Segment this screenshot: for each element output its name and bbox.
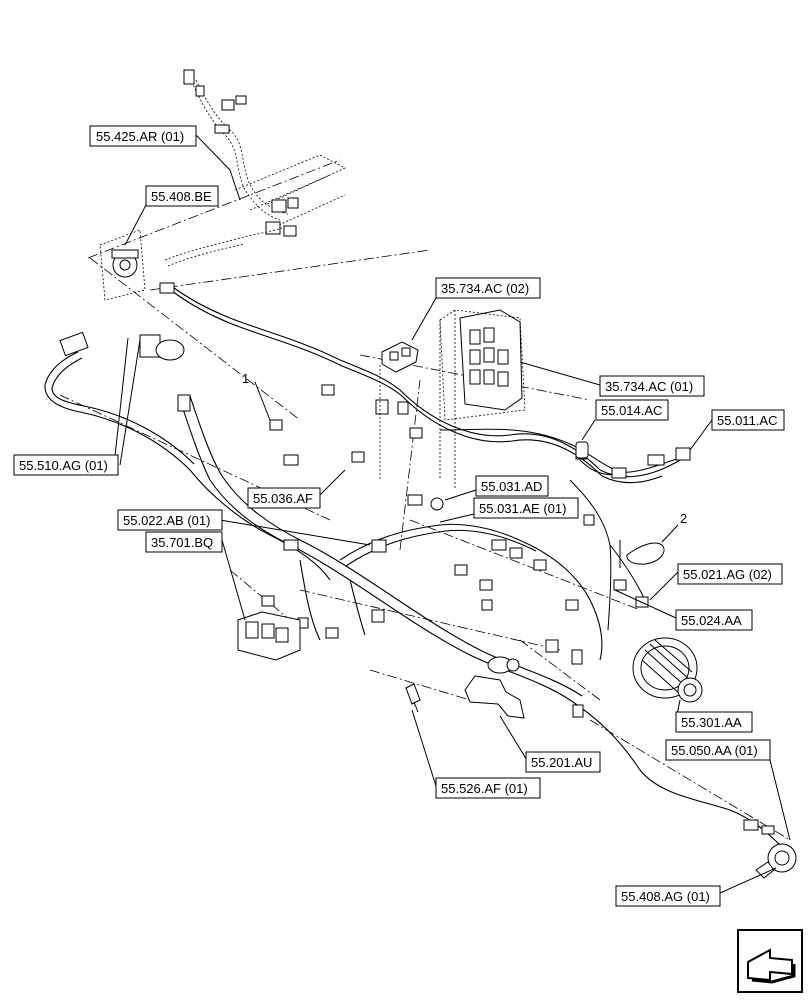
label-35-701-bq[interactable]: 35.701.BQ	[145, 531, 223, 553]
clamp-55-526-af	[405, 683, 421, 713]
label-55-301-aa[interactable]: 55.301.AA	[675, 711, 753, 733]
svg-text:55.408.BE: 55.408.BE	[151, 189, 212, 204]
leader-lines	[113, 134, 791, 894]
label-55-201-au[interactable]: 55.201.AU	[525, 751, 601, 773]
label-55-031-ae[interactable]: 55.031.AE (01)	[473, 497, 579, 519]
svg-text:55.301.AA: 55.301.AA	[681, 715, 742, 730]
label-55-011-ac[interactable]: 55.011.AC	[711, 409, 785, 431]
label-35-734-ac-01[interactable]: 35.734.AC (01)	[599, 375, 705, 397]
svg-text:55.408.AG (01): 55.408.AG (01)	[621, 889, 710, 904]
svg-text:55.526.AF (01): 55.526.AF (01)	[441, 781, 528, 796]
construction-lines	[59, 159, 791, 841]
svg-text:55.021.AG (02): 55.021.AG (02)	[683, 567, 772, 582]
bracket-55-201-au	[464, 675, 525, 719]
svg-text:55.036.AF: 55.036.AF	[253, 491, 313, 506]
callout-item-1[interactable]: 1	[242, 371, 249, 386]
main-harness	[44, 284, 781, 846]
svg-text:55.014.AC: 55.014.AC	[601, 403, 662, 418]
label-55-050-aa[interactable]: 55.050.AA (01)	[665, 739, 771, 761]
sensor-55-014-ac	[575, 441, 589, 459]
label-55-510-ag[interactable]: 55.510.AG (01)	[13, 454, 119, 476]
svg-text:55.425.AR (01): 55.425.AR (01)	[96, 129, 184, 144]
svg-text:55.024.AA: 55.024.AA	[681, 613, 742, 628]
engine-bar	[234, 154, 346, 231]
svg-text:55.201.AU: 55.201.AU	[531, 755, 592, 770]
arrow-icon[interactable]	[737, 929, 803, 993]
upper-sensor-harness	[164, 69, 299, 267]
alternator	[632, 637, 703, 703]
callout-item-2[interactable]: 2	[680, 511, 687, 526]
sensor-55-408-ag	[755, 843, 797, 879]
svg-text:55.031.AE (01): 55.031.AE (01)	[479, 501, 566, 516]
label-55-024-aa[interactable]: 55.024.AA	[675, 609, 753, 631]
svg-text:55.510.AG (01): 55.510.AG (01)	[19, 458, 108, 473]
svg-text:55.022.AB (01): 55.022.AB (01)	[123, 513, 210, 528]
label-55-408-be[interactable]: 55.408.BE	[145, 185, 219, 207]
svg-text:35.734.AC (01): 35.734.AC (01)	[605, 379, 693, 394]
sensor-55-408-be	[99, 229, 146, 301]
relay-box	[379, 309, 526, 490]
bracket-35-701-bq	[237, 611, 301, 661]
label-55-526-af[interactable]: 55.526.AF (01)	[435, 777, 541, 799]
item-2-loop	[619, 540, 665, 568]
label-55-031-ad[interactable]: 55.031.AD	[475, 475, 549, 497]
label-55-022-ab[interactable]: 55.022.AB (01)	[117, 509, 223, 531]
svg-text:55.011.AC: 55.011.AC	[717, 413, 777, 428]
svg-text:55.031.AD: 55.031.AD	[481, 479, 542, 494]
label-55-014-ac[interactable]: 55.014.AC	[595, 399, 669, 421]
label-35-734-ac-02[interactable]: 35.734.AC (02)	[435, 277, 541, 299]
label-55-425-ar[interactable]: 55.425.AR (01)	[89, 125, 197, 147]
svg-text:35.701.BQ: 35.701.BQ	[151, 535, 213, 550]
label-55-021-ag[interactable]: 55.021.AG (02)	[677, 563, 783, 585]
svg-text:35.734.AC (02): 35.734.AC (02)	[441, 281, 529, 296]
label-55-408-ag[interactable]: 55.408.AG (01)	[615, 885, 721, 907]
label-55-036-af[interactable]: 55.036.AF	[247, 487, 321, 509]
svg-text:55.050.AA (01): 55.050.AA (01)	[671, 743, 758, 758]
